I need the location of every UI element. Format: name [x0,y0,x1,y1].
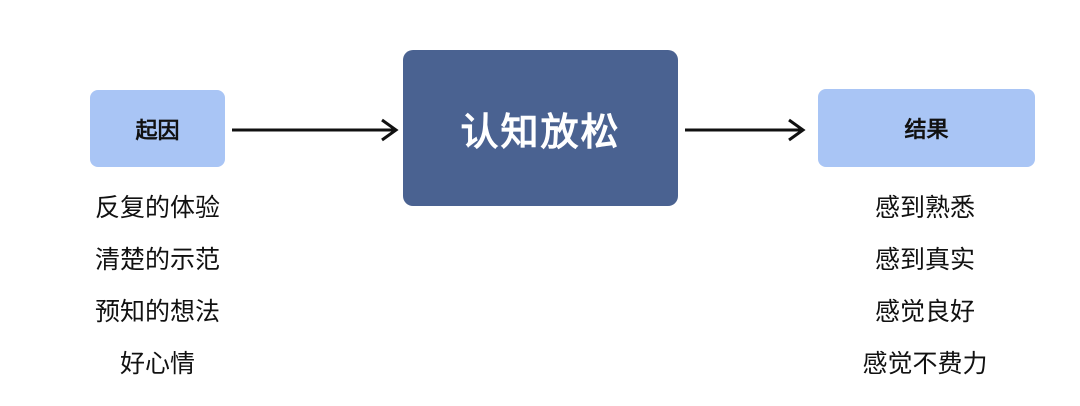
result-list: 感到熟悉 感到真实 感觉良好 感觉不费力 [835,182,1015,390]
cause-item: 清楚的示范 [94,245,220,274]
cause-item: 好心情 [119,349,195,378]
cause-box: 起因 [90,90,225,167]
center-box: 认知放松 [403,50,678,206]
result-box: 结果 [818,89,1035,167]
result-item: 感觉不费力 [862,349,988,378]
result-item: 感到熟悉 [874,193,975,222]
result-item: 感觉良好 [874,297,975,326]
cause-title: 起因 [135,118,180,144]
center-title: 认知放松 [460,109,621,154]
cause-list: 反复的体验 清楚的示范 预知的想法 好心情 [70,182,245,390]
result-item: 感到真实 [874,245,975,274]
arrow-center-to-result [685,118,806,142]
result-title: 结果 [904,118,949,143]
arrow-cause-to-center [232,118,399,142]
cause-item: 预知的想法 [94,297,220,326]
cause-item: 反复的体验 [94,193,220,222]
